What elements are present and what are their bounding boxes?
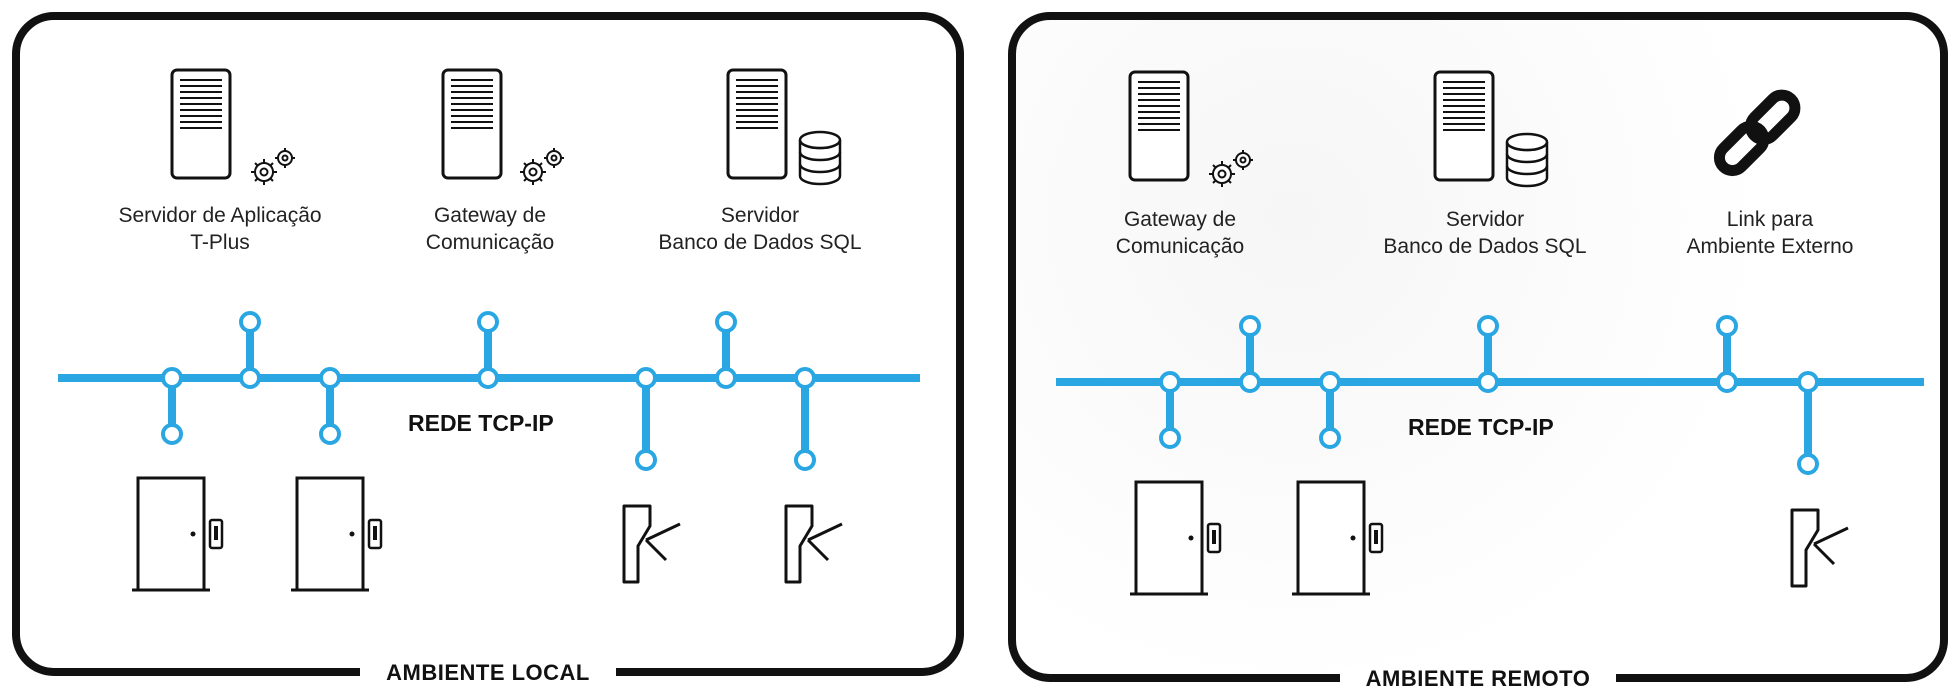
turnstile-icon: [1790, 508, 1850, 588]
remote-network-nodes: [1159, 315, 1819, 475]
door-icon: [289, 476, 383, 592]
remote-network-bus: [1056, 326, 1924, 464]
local-network-bus: [58, 322, 920, 460]
server-database-icon: [1433, 70, 1549, 188]
turnstile-icon: [622, 504, 682, 584]
server-gear-icon: [441, 68, 565, 186]
local-network-nodes: [161, 311, 816, 471]
door-icon: [130, 476, 224, 592]
door-icon: [1290, 480, 1384, 596]
turnstile-icon: [784, 504, 844, 584]
local-environment-title: AMBIENTE LOCAL: [360, 660, 616, 685]
remote-network-label: REDE TCP-IP: [1408, 414, 1554, 440]
door-icon: [1128, 480, 1222, 596]
chain-link-icon: [1713, 89, 1801, 177]
server-gear-icon: [1128, 70, 1254, 188]
server-gear-icon: [170, 68, 296, 186]
local-network-label: REDE TCP-IP: [408, 410, 554, 436]
server-database-icon: [726, 68, 842, 186]
